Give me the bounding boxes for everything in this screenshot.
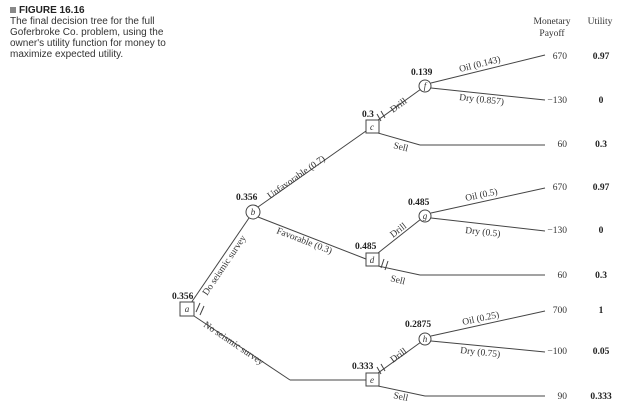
header-utility: Utility (588, 17, 613, 27)
label-dry-h: Dry (0.75) (460, 345, 501, 360)
label-drill-e: Drill (389, 347, 410, 366)
label-survey: Do seismic survey (201, 234, 249, 298)
label-dry-f: Dry (0.857) (459, 92, 505, 108)
label-unfavorable: Unfavorable (0.7) (265, 153, 327, 201)
label-sell-c: Sell (392, 141, 409, 154)
bullet-icon (10, 7, 16, 13)
svg-text:60: 60 (558, 140, 568, 150)
node-f: f 0.139 (411, 68, 433, 93)
svg-text:0.333: 0.333 (590, 392, 612, 402)
svg-text:d: d (370, 255, 375, 265)
svg-text:0.356: 0.356 (236, 193, 258, 203)
node-a: a 0.356 (172, 292, 195, 317)
svg-text:0: 0 (599, 226, 604, 236)
svg-text:0: 0 (599, 96, 604, 106)
svg-text:f: f (424, 81, 428, 91)
svg-text:0.97: 0.97 (593, 52, 610, 62)
header-payoff: Payoff (539, 28, 565, 39)
svg-text:0.139: 0.139 (411, 68, 433, 78)
label-dry-g: Dry (0.5) (465, 225, 501, 240)
node-e: e 0.333 (352, 362, 380, 387)
node-c: c 0.3 (362, 110, 380, 134)
svg-text:0.2875: 0.2875 (405, 320, 431, 330)
label-no-survey: No seismic survey (201, 320, 265, 368)
svg-text:670: 670 (553, 183, 568, 193)
svg-text:0.97: 0.97 (593, 183, 610, 193)
svg-text:0.3: 0.3 (595, 271, 607, 281)
svg-text:670: 670 (553, 52, 568, 62)
svg-text:700: 700 (553, 306, 568, 316)
svg-text:e: e (370, 375, 374, 385)
svg-text:a: a (185, 304, 190, 314)
label-drill-d: Drill (389, 221, 410, 240)
svg-text:0.333: 0.333 (352, 362, 374, 372)
figure-number: FIGURE 16.16 (19, 5, 85, 16)
svg-text:−130: −130 (547, 96, 567, 106)
svg-text:g: g (423, 211, 428, 221)
node-b: b 0.356 (236, 193, 261, 220)
node-d: d 0.485 (355, 242, 380, 267)
svg-text:0.3: 0.3 (362, 110, 374, 120)
node-h: h 0.2875 (405, 320, 432, 346)
svg-text:0.05: 0.05 (593, 347, 610, 357)
label-favorable: Favorable (0.3) (275, 226, 334, 257)
svg-text:1: 1 (599, 306, 604, 316)
svg-text:−100: −100 (547, 347, 567, 357)
header-monetary: Monetary (534, 17, 571, 27)
svg-text:h: h (423, 334, 428, 344)
svg-text:0.485: 0.485 (408, 198, 430, 208)
svg-text:c: c (370, 122, 374, 132)
svg-text:0.485: 0.485 (355, 242, 377, 252)
svg-text:60: 60 (558, 271, 568, 281)
caption-text: The final decision tree for the full Gof… (10, 16, 166, 60)
svg-text:90: 90 (558, 392, 568, 402)
label-oil-g: Oil (0.5) (464, 186, 498, 204)
label-sell-e: Sell (392, 391, 409, 404)
label-oil-f: Oil (0.143) (458, 54, 502, 75)
label-sell-d: Sell (389, 274, 406, 287)
node-g: g 0.485 (408, 198, 432, 223)
svg-text:b: b (251, 207, 256, 217)
figure-caption: FIGURE 16.16 The final decision tree for… (10, 5, 180, 60)
svg-text:−130: −130 (547, 226, 567, 236)
svg-text:0.3: 0.3 (595, 140, 607, 150)
tree-lines (190, 54, 546, 397)
svg-text:0.356: 0.356 (172, 292, 194, 302)
